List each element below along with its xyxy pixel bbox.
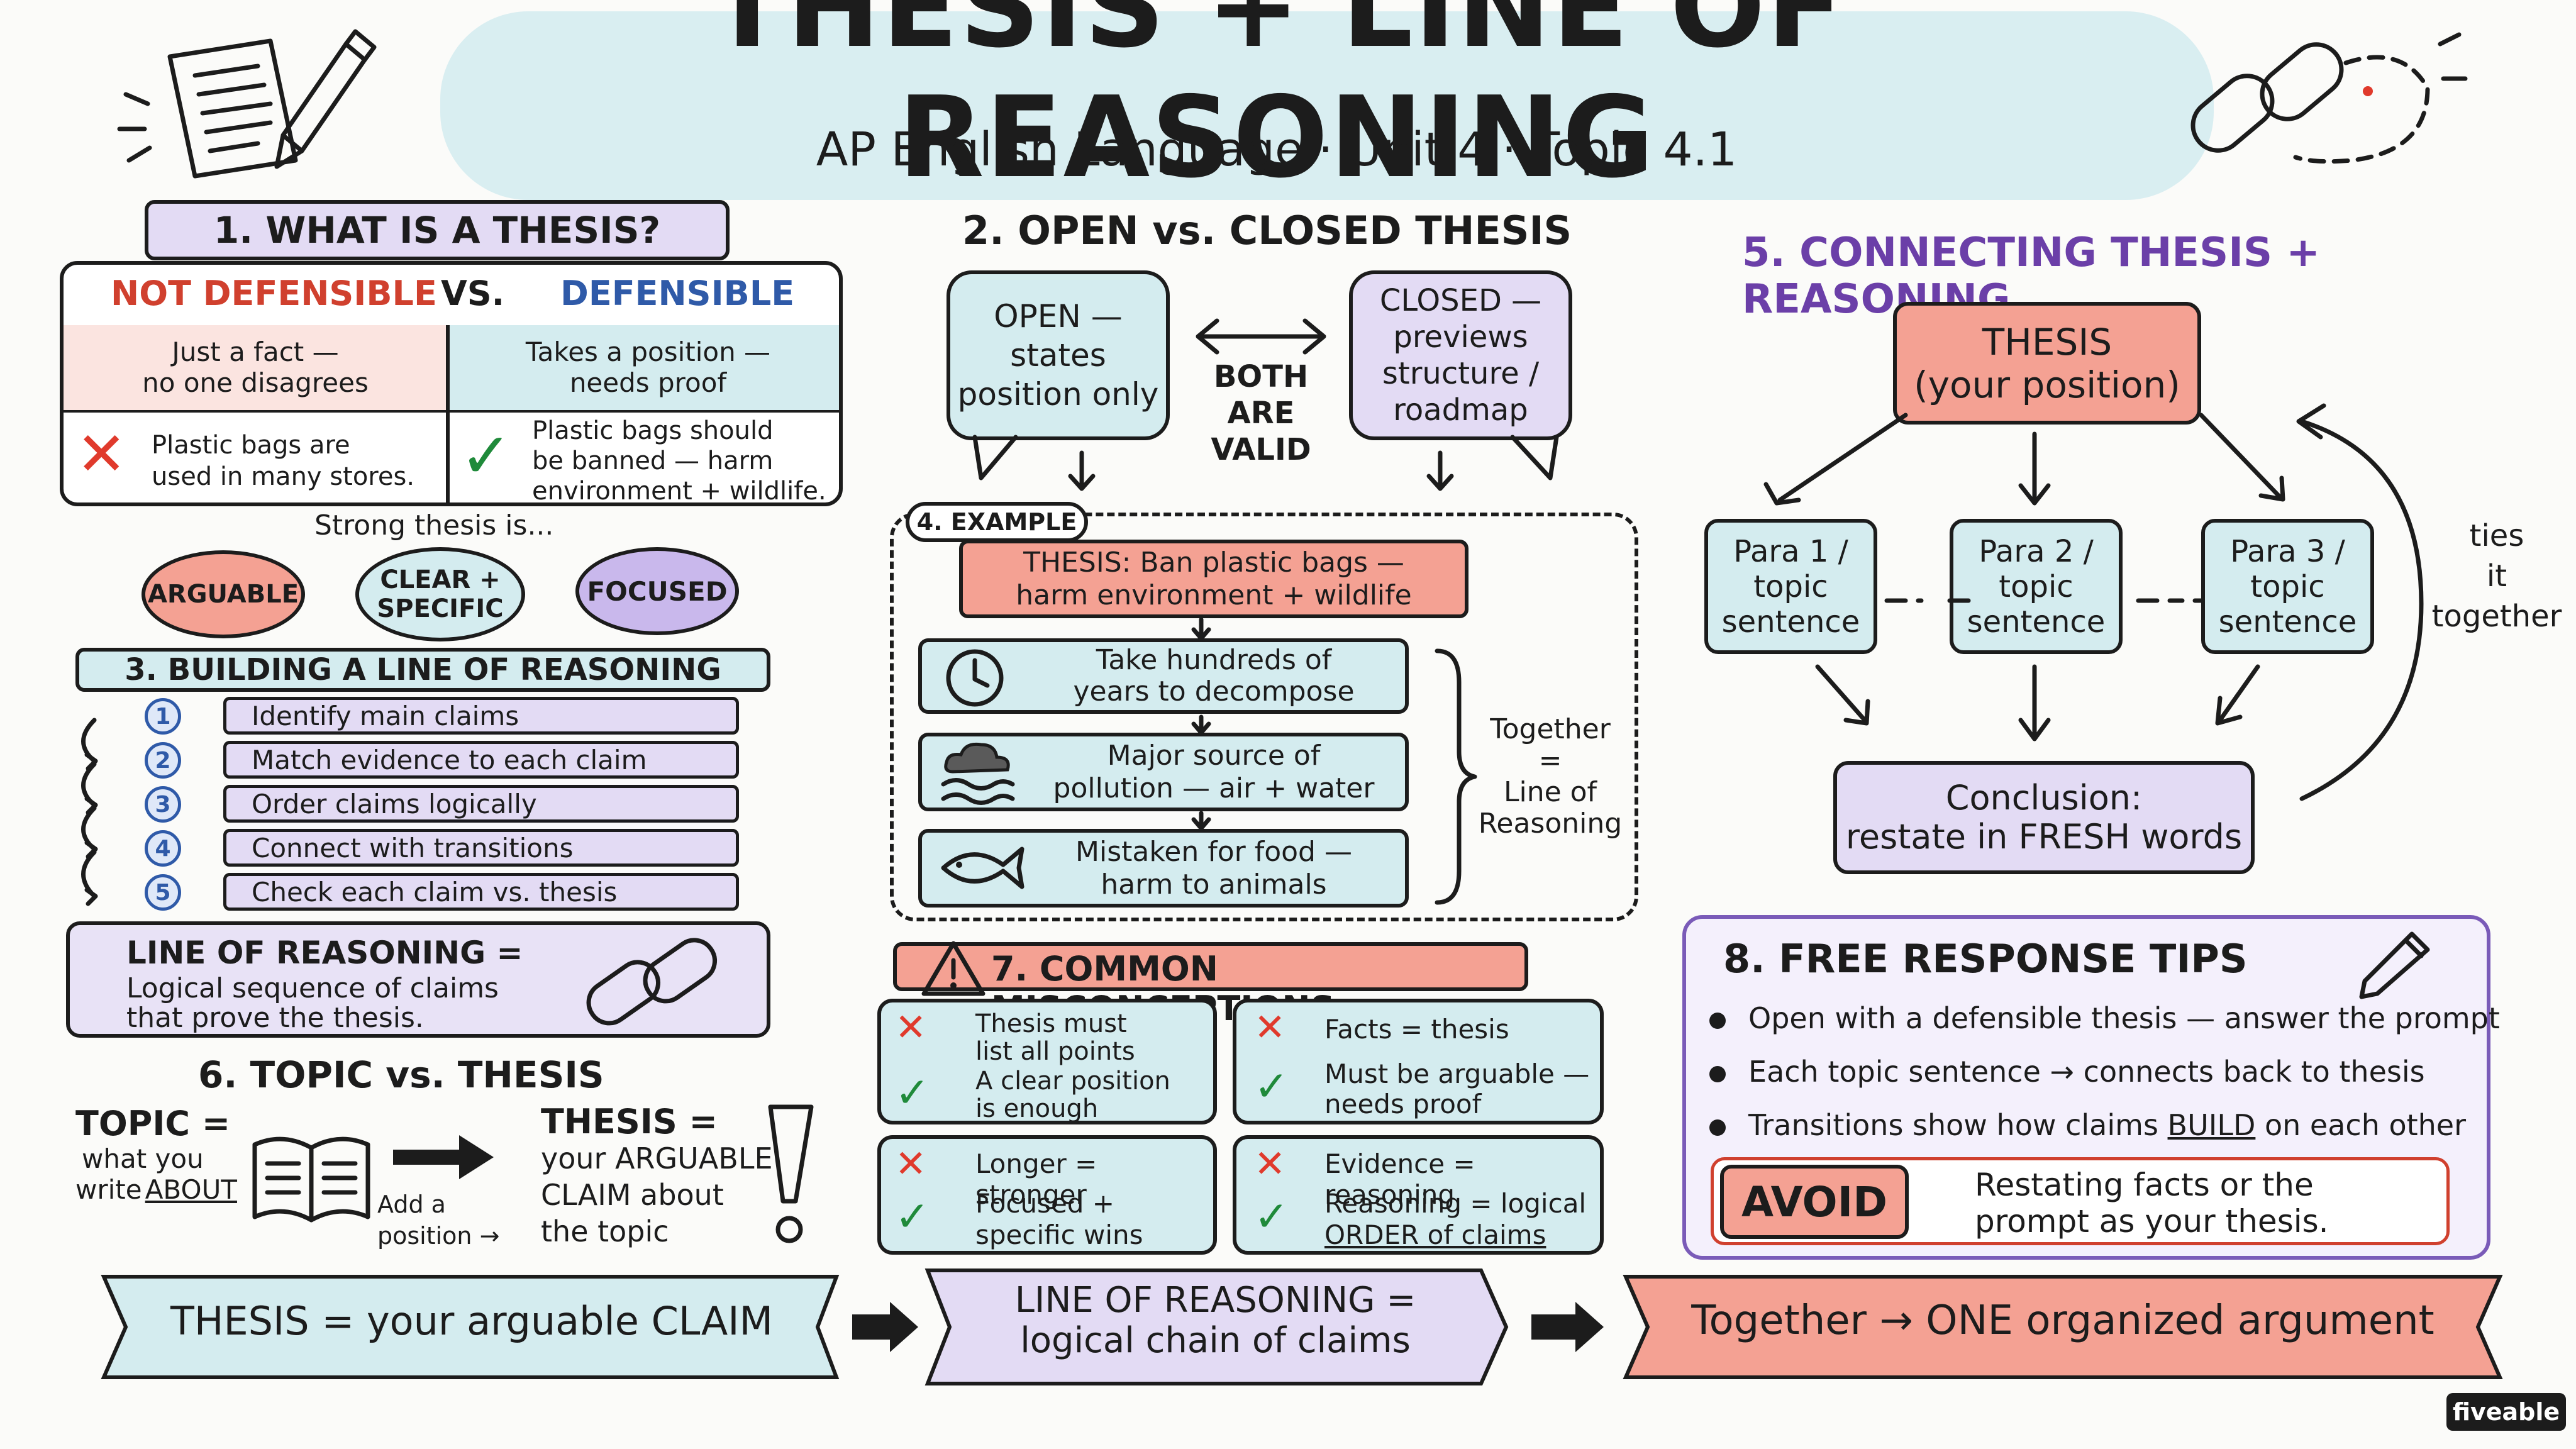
bullet <box>1709 1066 1726 1082</box>
section7-heading: 7. COMMON MISCONCEPTIONS <box>893 941 1528 1028</box>
step-4: Connect with transitions <box>223 829 739 867</box>
step-number-5: 5 <box>145 874 181 911</box>
banner-shapes <box>101 1269 2503 1385</box>
fiveable-logo: fiveable <box>2446 1393 2566 1431</box>
quality-arguable: ARGUABLE <box>142 550 305 638</box>
exclamation-icon <box>768 1104 814 1243</box>
x-mark-icon: ✕ <box>895 1006 927 1050</box>
misconception-card-3: ✕ Longer = stronger ✓ Focused +specific … <box>877 1135 1217 1255</box>
banner-thesis: THESIS = your arguable CLAIM <box>170 1297 774 1344</box>
topic-definition: TOPIC = what you write ABOUT <box>75 1104 237 1205</box>
step-number-1: 1 <box>145 698 181 735</box>
quality-focused: FOCUSED <box>575 547 739 635</box>
step-1: Identify main claims <box>223 697 739 735</box>
misconception-card-4: ✕ Evidence = reasoning ✓ Reasoning = log… <box>1233 1135 1604 1255</box>
flow-curve-arrows <box>81 718 98 906</box>
conclusion-box: Conclusion:restate in FRESH words <box>1833 761 2255 874</box>
brace-icon <box>1435 648 1477 905</box>
check-mark-icon: ✓ <box>460 419 513 492</box>
bullet <box>1709 1119 1726 1136</box>
defensible-table: NOT DEFENSIBLE VS. DEFENSIBLE Just a fac… <box>60 261 843 506</box>
misconception-card-2: ✕ Facts = thesis ✓ Must be arguable —nee… <box>1233 999 1604 1124</box>
step-3: Order claims logically <box>223 785 739 823</box>
banner-together: Together → ONE organized argument <box>1691 1297 2434 1344</box>
check-mark-icon: ✓ <box>895 1192 930 1241</box>
flow-arrows <box>1763 403 2424 801</box>
tip-2: Each topic sentence → connects back to t… <box>1748 1055 2425 1089</box>
pencil-icon <box>2359 931 2430 999</box>
notepad-pencil-icon <box>117 29 377 179</box>
strong-thesis-label: Strong thesis is... <box>314 509 554 541</box>
vs-label: VS. <box>441 274 505 313</box>
page-title: THESIS + LINE OF REASONING <box>709 0 1845 203</box>
step-number-2: 2 <box>145 742 181 779</box>
clock-icon <box>946 649 1004 707</box>
section8-heading: 8. FREE RESPONSE TIPS <box>1723 936 2248 982</box>
section6-heading: 6. TOPIC vs. THESIS <box>198 1053 604 1096</box>
example-label: 4. EXAMPLE <box>906 502 1088 542</box>
check-mark-icon: ✓ <box>1254 1062 1289 1111</box>
claim-connector-arrows <box>1191 617 1211 831</box>
open-book-icon <box>252 1136 370 1223</box>
down-arrows <box>1068 450 1454 491</box>
example-thesis: THESIS: Ban plastic bags —harm environme… <box>959 540 1468 618</box>
claim-3: Mistaken for food —harm to animals <box>918 829 1409 908</box>
fish-icon <box>941 847 1024 889</box>
step-number-4: 4 <box>145 830 181 867</box>
example-dashed-box <box>890 513 1638 921</box>
section3-heading: 3. BUILDING A LINE OF REASONING <box>75 648 770 692</box>
defensible-desc: Takes a position —needs proof <box>525 336 771 398</box>
step-number-3: 3 <box>145 786 181 823</box>
x-mark-icon: ✕ <box>76 419 127 489</box>
right-arrow-icon <box>393 1135 494 1179</box>
step-2: Match evidence to each claim <box>223 741 739 779</box>
tip-3: Transitions show how claims BUILD on eac… <box>1748 1108 2467 1142</box>
quality-clear-specific: CLEAR + SPECIFIC <box>355 547 525 641</box>
x-mark-icon: ✕ <box>1254 1006 1286 1050</box>
not-defensible-desc: Just a fact —no one disagrees <box>142 336 369 398</box>
tip-1: Open with a defensible thesis — answer t… <box>1748 1001 2500 1035</box>
chain-icon <box>586 938 718 1026</box>
title-banner <box>440 11 2214 200</box>
x-mark-icon: ✕ <box>1254 1142 1286 1186</box>
chain-link-icon <box>2190 32 2468 164</box>
line-of-reasoning-definition: LINE OF REASONING = Logical sequence of … <box>66 921 770 1038</box>
step-5: Check each claim vs. thesis <box>223 873 739 911</box>
open-bubble-tail <box>972 435 1018 480</box>
bullet <box>1709 1013 1726 1029</box>
defensible-label: DEFENSIBLE <box>560 274 795 313</box>
section2-heading: 2. OPEN vs. CLOSED THESIS <box>962 208 1572 253</box>
check-mark-icon: ✓ <box>895 1069 930 1117</box>
cloud-water-icon <box>941 742 1015 805</box>
thesis-definition: THESIS = your ARGUABLE CLAIM about the t… <box>541 1102 773 1249</box>
page-subtitle: AP English Language · Unit 4 · Topic 4.1 <box>816 123 1738 177</box>
double-arrow-icon <box>1196 318 1326 355</box>
banner-line-of-reasoning: LINE OF REASONING =logical chain of clai… <box>1014 1280 1416 1361</box>
thesis-box: THESIS(your position) <box>1893 302 2201 425</box>
warning-icon <box>921 941 985 996</box>
check-mark-icon: ✓ <box>1254 1192 1289 1241</box>
x-mark-icon: ✕ <box>895 1142 927 1186</box>
not-defensible-label: NOT DEFENSIBLE <box>111 274 437 313</box>
closed-bubble-tail <box>1510 435 1559 480</box>
avoid-badge: AVOID <box>1720 1165 1909 1239</box>
section1-heading: 1. WHAT IS A THESIS? <box>145 200 730 260</box>
